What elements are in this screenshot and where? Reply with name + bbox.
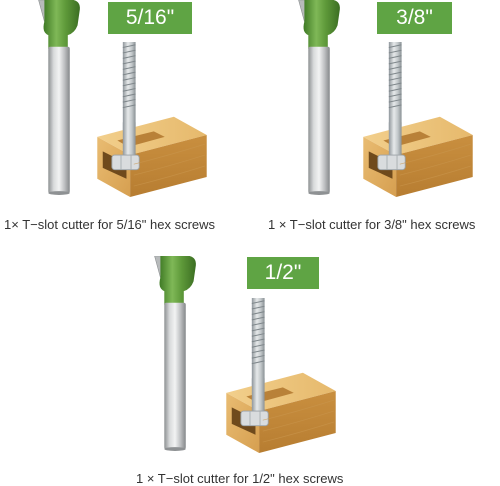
product-caption: 1 × T−slot cutter for 3/8" hex screws xyxy=(268,217,476,232)
product-panel-1-2: 1/2" 1 × T−slot cutter for 1/2" hex scre… xyxy=(130,250,380,486)
t-slot-router-bit-icon xyxy=(290,0,350,195)
wood-block-with-hex-bolt-icon xyxy=(96,42,208,197)
product-caption: 1 × T−slot cutter for 1/2" hex screws xyxy=(136,471,344,486)
size-badge: 1/2" xyxy=(247,257,319,289)
t-slot-router-bit-icon xyxy=(146,256,206,451)
product-caption: 1× T−slot cutter for 5/16" hex screws xyxy=(4,217,216,232)
size-badge: 5/16" xyxy=(108,2,192,34)
size-badge: 3/8" xyxy=(377,2,452,34)
wood-block-with-hex-bolt-icon xyxy=(225,298,337,453)
t-slot-router-bit-icon xyxy=(30,0,90,195)
product-panel-3-8: 3/8" 1 × T−slot cutter for 3/8" hex scre… xyxy=(260,0,500,240)
wood-block-with-hex-bolt-icon xyxy=(362,42,474,197)
product-panel-5-16: 5/16" 1× T−slot cutter for 5/16" hex scr… xyxy=(0,0,250,240)
